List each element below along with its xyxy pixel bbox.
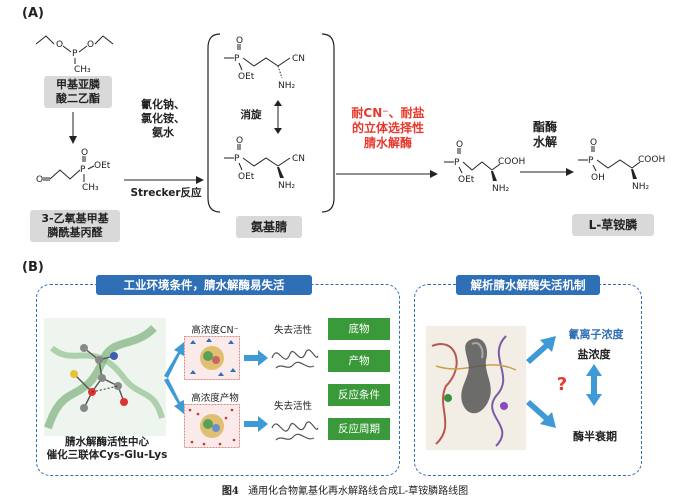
- svg-text:O: O: [590, 138, 597, 148]
- svg-text:O: O: [81, 148, 88, 158]
- svg-text:OEt: OEt: [238, 72, 255, 82]
- svg-text:O: O: [236, 36, 243, 46]
- caption-text: 通用化合物氰基化再水解路线合成L-草铵膦路线图: [248, 486, 469, 497]
- svg-text:NH₂: NH₂: [278, 181, 296, 191]
- reactant1-label: 甲基亚膦 酸二乙酯: [44, 76, 112, 108]
- arrow-to-cyanide: [526, 336, 556, 364]
- split-arrows: [164, 342, 184, 414]
- figure-caption: 图4 通用化合物氰基化再水解路线合成L-草铵膦路线图: [0, 482, 690, 497]
- svg-text:OEt: OEt: [94, 161, 111, 171]
- nitrilase-conditions: 耐CN⁻、耐盐 的立体选择性 腈水解酶: [351, 106, 425, 150]
- active-site-caption: 腈水解酶活性中心 催化三联体Cys-Glu-Lys: [46, 436, 168, 461]
- svg-text:OH: OH: [591, 173, 605, 183]
- svg-text:COOH: COOH: [638, 155, 665, 165]
- left-panel-title: 工业环境条件，腈水解酶易失活: [96, 275, 312, 295]
- svg-text:O: O: [36, 175, 43, 185]
- right-panel-title: 解析腈水解酶失活机制: [456, 275, 600, 295]
- question-mark: ?: [556, 374, 568, 395]
- svg-text:P: P: [588, 156, 594, 166]
- racemate-bracket: [207, 33, 335, 213]
- lose-activity-1: 失去活性: [273, 325, 312, 336]
- reactant2-structure: O P O OEt CH₃: [36, 148, 111, 193]
- svg-text:OEt: OEt: [238, 172, 255, 182]
- atom-o-left: O: [56, 40, 63, 50]
- active-site-image: [44, 318, 166, 436]
- strecker-label: Strecker反应: [130, 187, 202, 199]
- atom-ch3: CH₃: [74, 65, 91, 74]
- svg-text:NH₂: NH₂: [492, 184, 510, 194]
- high-product-box: [184, 404, 240, 448]
- svg-text:OEt: OEt: [458, 175, 475, 185]
- protein-tunnel-image: [426, 326, 526, 450]
- denatured-protein-1: [271, 349, 319, 369]
- aminonitrile-label: 氨基腈: [236, 216, 302, 238]
- arrow-to-halflife: [526, 400, 556, 428]
- double-arrow: [586, 364, 602, 406]
- caption-number: 图4: [221, 486, 239, 497]
- panel-b-letter: (B): [22, 260, 44, 275]
- atom-p: P: [72, 49, 78, 59]
- lose-activity-2: 失去活性: [273, 401, 312, 412]
- racemization-label: 消旋: [240, 109, 262, 121]
- l-glufosinate-structure: O P OH COOH NH₂: [578, 138, 665, 192]
- svg-text:CN: CN: [292, 154, 305, 164]
- aminonitrile-top: O P OEt CN NH₂: [224, 36, 305, 91]
- svg-text:O: O: [236, 136, 243, 146]
- high-cn-label: 高浓度CN⁻: [191, 325, 239, 336]
- strecker-reagents: 氰化钠、 氯化铵、 氨水: [141, 98, 185, 139]
- svg-text:P: P: [454, 158, 460, 168]
- arrow-hydrolysis: [520, 168, 574, 176]
- racemization-arrow: [274, 100, 282, 134]
- substrate-tag: 底物: [328, 318, 390, 340]
- high-product-label: 高浓度产物: [191, 393, 239, 404]
- svg-text:NH₂: NH₂: [632, 182, 650, 192]
- hydrolysis-conditions: 酯酶 水解: [532, 120, 557, 149]
- svg-text:P: P: [80, 165, 86, 175]
- svg-text:COOH: COOH: [498, 157, 525, 167]
- atom-o-right: O: [87, 40, 94, 50]
- arrow-cn: [244, 350, 268, 366]
- high-cn-box: [184, 336, 240, 380]
- svg-text:O: O: [456, 140, 463, 150]
- reactant1-structure: O P O CH₃: [35, 35, 114, 74]
- product-tag: 产物: [328, 350, 390, 372]
- arrow-down-1: [69, 112, 77, 144]
- cyanide-concentration: 氰离子浓度: [568, 328, 624, 341]
- aminonitrile-bottom: O P OEt CN NH₂: [224, 136, 305, 191]
- reactant2-label: 3-乙氧基甲基 膦酰基丙醛: [30, 210, 120, 242]
- denatured-protein-2: [271, 421, 319, 441]
- salt-concentration: 盐浓度: [577, 348, 611, 361]
- svg-text:CH₃: CH₃: [82, 183, 99, 193]
- svg-text:NH₂: NH₂: [278, 81, 296, 91]
- amino-acid-ester: O P OEt COOH NH₂: [444, 140, 525, 194]
- arrow-nitrilase: [336, 170, 438, 178]
- panel-a-letter: (A): [22, 6, 44, 21]
- arrow-product: [244, 416, 268, 432]
- product-label: L-草铵膦: [572, 214, 654, 236]
- svg-text:P: P: [234, 154, 240, 164]
- reaction-conditions-tag: 反应条件: [328, 384, 390, 406]
- reaction-cycle-tag: 反应周期: [328, 418, 390, 440]
- enzyme-half-life: 酶半衰期: [573, 430, 617, 443]
- svg-text:P: P: [234, 54, 240, 64]
- arrow-strecker: [124, 176, 204, 184]
- svg-text:CN: CN: [292, 54, 305, 64]
